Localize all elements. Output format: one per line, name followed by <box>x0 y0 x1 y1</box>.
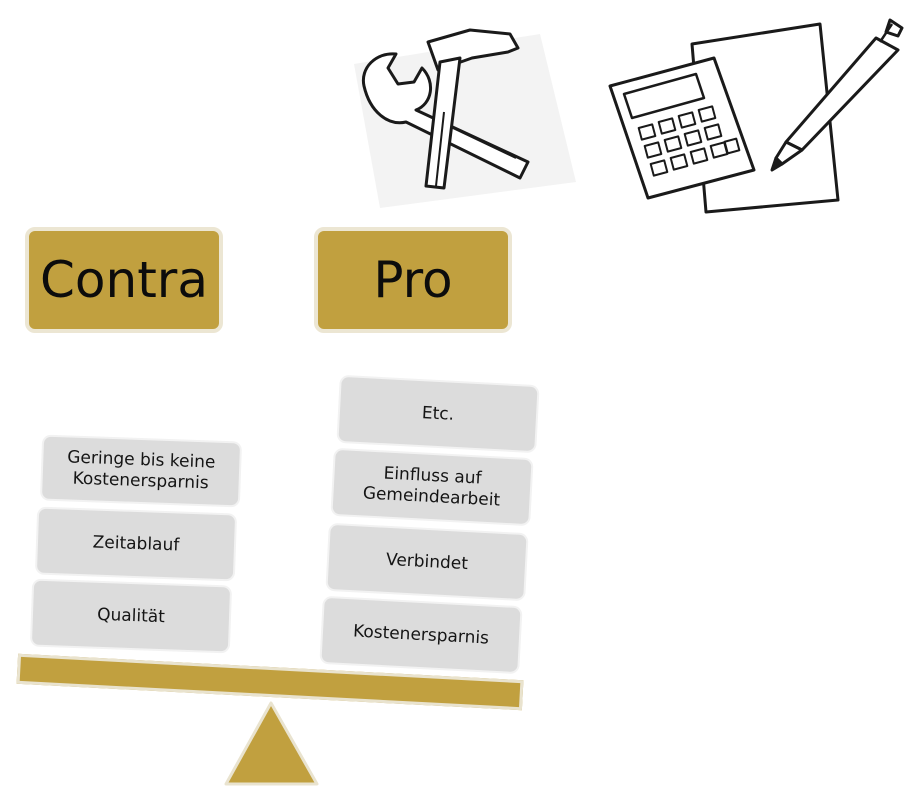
calculator-icon <box>608 56 756 200</box>
pro-item: Einfluss auf Gemeindearbeit <box>332 449 532 525</box>
pro-item: Verbindet <box>327 524 527 600</box>
pen-icon <box>770 18 904 172</box>
pro-header: Pro <box>314 227 512 333</box>
hammer-icon <box>424 28 520 190</box>
contra-item: Geringe bis keine Kostenersparnis <box>41 436 241 506</box>
contra-item: Zeitablauf <box>36 508 236 580</box>
contra-header: Contra <box>25 227 223 333</box>
fulcrum-triangle <box>224 701 319 786</box>
pro-item: Etc. <box>338 376 538 452</box>
contra-item: Qualität <box>31 580 231 652</box>
tools-illustration <box>340 12 580 212</box>
office-illustration <box>608 18 904 214</box>
pro-item: Kostenersparnis <box>321 597 521 673</box>
